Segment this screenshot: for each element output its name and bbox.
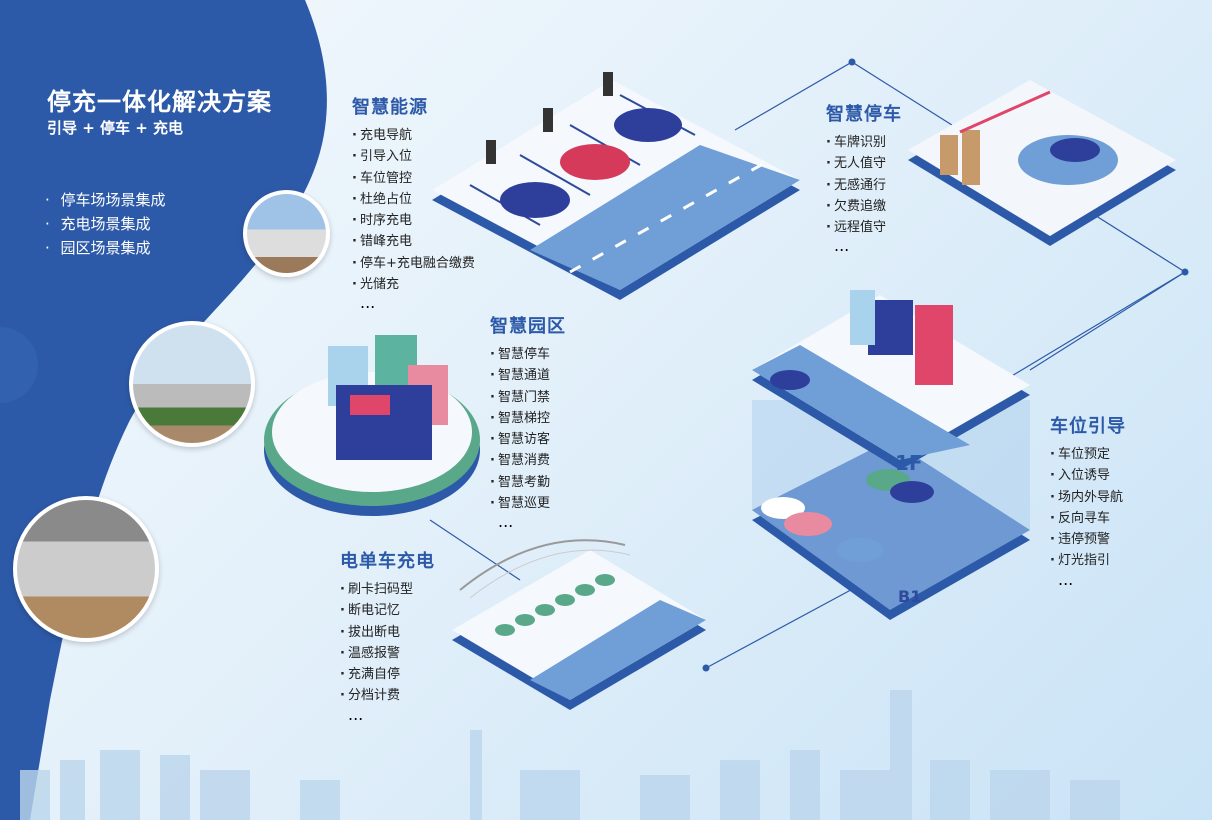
feature-item: 欠费追缴 <box>826 196 902 217</box>
feature-item: 光储充 <box>352 274 475 295</box>
feature-item: 智慧考勤 <box>490 472 566 493</box>
page-subtitle: 引导 + 停车 + 充电 <box>47 119 184 137</box>
section-smart-campus: 智慧园区 智慧停车 智慧通道 智慧门禁 智慧梯控 智慧访客 智慧消费 智慧考勤 … <box>490 312 566 530</box>
feature-item: 车牌识别 <box>826 132 902 153</box>
feature-item: 刷卡扫码型 <box>340 579 435 600</box>
feature-item: 分档计费 <box>340 685 435 706</box>
feature-item: 温感报警 <box>340 643 435 664</box>
feature-item: 断电记忆 <box>340 600 435 621</box>
feature-item: 充满自停 <box>340 664 435 685</box>
feature-item: 时序充电 <box>352 210 475 231</box>
scene-item: 充电场景集成 <box>45 212 166 236</box>
section-title: 车位引导 <box>1050 416 1126 437</box>
more-ellipsis: ... <box>360 293 376 313</box>
feature-item: 违停预警 <box>1050 529 1126 550</box>
city-skyline <box>20 690 1120 820</box>
feature-item: 车位预定 <box>1050 444 1126 465</box>
more-ellipsis: ... <box>498 512 514 532</box>
feature-item: 车位管控 <box>352 168 475 189</box>
feature-item: 智慧访客 <box>490 429 566 450</box>
more-ellipsis: ... <box>834 236 850 256</box>
ebike-platform <box>452 539 706 710</box>
scene-list: 停车场场景集成 充电场景集成 园区场景集成 <box>45 188 166 260</box>
feature-item: 杜绝占位 <box>352 189 475 210</box>
scene-item: 园区场景集成 <box>45 236 166 260</box>
section-smart-energy: 智慧能源 充电导航 引导入位 车位管控 杜绝占位 时序充电 错峰充电 停车+充电… <box>352 93 475 311</box>
section-title: 电单车充电 <box>340 551 435 572</box>
feature-item: 充电导航 <box>352 125 475 146</box>
feature-item: 停车+充电融合缴费 <box>352 253 475 274</box>
more-ellipsis: ... <box>348 704 364 724</box>
section-space-guidance: 车位引导 车位预定 入位诱导 场内外导航 反向寻车 违停预警 灯光指引 ... <box>1050 412 1126 588</box>
feature-item: 引导入位 <box>352 146 475 167</box>
section-title: 智慧停车 <box>826 104 902 125</box>
feature-item: 智慧巡更 <box>490 493 566 514</box>
feature-item: 智慧消费 <box>490 450 566 471</box>
section-title: 智慧能源 <box>352 97 428 118</box>
feature-item: 智慧门禁 <box>490 387 566 408</box>
parking-gate-platform <box>908 80 1176 246</box>
energy-platform <box>432 72 800 300</box>
feature-item: 智慧停车 <box>490 344 566 365</box>
feature-item: 拔出断电 <box>340 622 435 643</box>
feature-item: 远程值守 <box>826 217 902 238</box>
feature-item: 灯光指引 <box>1050 550 1126 571</box>
feature-item: 无感通行 <box>826 175 902 196</box>
feature-item: 智慧梯控 <box>490 408 566 429</box>
section-ebike-charging: 电单车充电 刷卡扫码型 断电记忆 拔出断电 温感报警 充满自停 分档计费 ... <box>340 547 435 723</box>
feature-item: 反向寻车 <box>1050 508 1126 529</box>
floor-b1-label: B1 <box>898 587 921 606</box>
charging-station-photo-1 <box>243 190 330 277</box>
section-smart-parking: 智慧停车 车牌识别 无人值守 无感通行 欠费追缴 远程值守 ... <box>826 100 902 254</box>
scene-item: 停车场场景集成 <box>45 188 166 212</box>
feature-item: 智慧通道 <box>490 365 566 386</box>
feature-item: 场内外导航 <box>1050 487 1126 508</box>
feature-item: 错峰充电 <box>352 231 475 252</box>
floor-1f-label: 1F <box>895 451 923 475</box>
page-title: 停充一体化解决方案 <box>47 88 272 116</box>
charging-station-photo-3 <box>13 496 159 642</box>
section-title: 智慧园区 <box>490 316 566 337</box>
feature-item: 入位诱导 <box>1050 465 1126 486</box>
charging-station-photo-2 <box>129 321 255 447</box>
garage-platform <box>752 290 1030 620</box>
campus-platform <box>264 335 480 516</box>
more-ellipsis: ... <box>1058 569 1074 589</box>
feature-item: 无人值守 <box>826 153 902 174</box>
